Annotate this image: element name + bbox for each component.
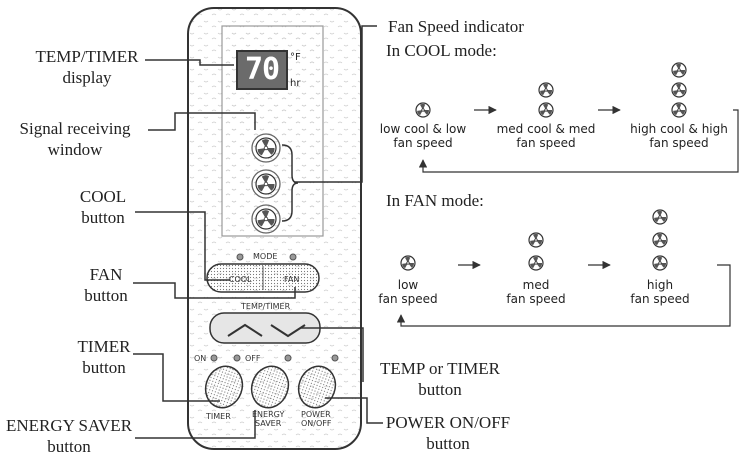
cool-state-3-fan-icon-1 <box>671 102 687 118</box>
fan-loop-arrow <box>396 264 731 327</box>
signal-fan-icon-2 <box>255 173 277 195</box>
unit-fahrenheit: °F <box>290 52 301 63</box>
unit-hours: hr <box>290 78 301 89</box>
cool-loop-arrow <box>418 109 739 173</box>
heading-fan-mode: In FAN mode: <box>386 191 484 210</box>
leader-timer <box>133 353 220 402</box>
signal-fan-icon-1 <box>255 137 277 159</box>
fan-state-3-fan-icon-2 <box>652 232 668 248</box>
temp-timer-key-label: TEMP/TIMER <box>241 302 291 311</box>
energy-key-label: ENERGY <box>252 410 285 419</box>
leader-temp-timer-button <box>300 327 364 382</box>
mode-label: MODE <box>253 252 278 261</box>
fan-state-2-fan-icon-2 <box>528 232 544 248</box>
signal-window <box>251 133 281 234</box>
fan-state-3-fan-icon-1 <box>652 255 668 271</box>
off-label: OFF <box>245 354 261 363</box>
mode-state-fan-icons <box>400 62 687 271</box>
cool-state-2-fan-icon-2 <box>538 82 554 98</box>
cool-key-label: COOL <box>229 275 252 284</box>
fan-speed-indicator-icons <box>255 137 277 230</box>
on-label: ON <box>194 354 207 363</box>
fan-state-2-fan-icon-1 <box>528 255 544 271</box>
timer-button[interactable] <box>200 361 248 413</box>
cool-state-2-fan-icon-1 <box>538 102 554 118</box>
timer-key-label: TIMER <box>206 412 231 421</box>
cool-state-3-fan-icon-2 <box>671 82 687 98</box>
fan-indicator-bracket <box>281 144 299 222</box>
cool-state-3-fan-icon-3 <box>671 62 687 78</box>
label-fan-speed-indicator: Fan Speed indicator <box>388 17 524 36</box>
cool-state-1-fan-icon-1 <box>415 102 431 118</box>
saver-key-label: SAVER <box>255 419 282 428</box>
leader-temp-display <box>145 59 234 66</box>
signal-fan-icon-3 <box>255 208 277 230</box>
leader-energy-saver <box>135 410 256 439</box>
fan-key-label: FAN <box>284 275 300 284</box>
fan-state-1-fan-icon-1 <box>400 255 416 271</box>
leader-signal-window <box>148 112 256 131</box>
temp-timer-display: 70 <box>236 50 288 90</box>
onoff-key-label: ON/OFF <box>301 419 332 428</box>
leader-fan-speed-indicator <box>294 25 377 183</box>
power-key-label: POWER <box>301 410 331 419</box>
energy-saver-button[interactable] <box>246 361 294 413</box>
fan-state-3-fan-icon-3 <box>652 209 668 225</box>
heading-cool-mode: In COOL mode: <box>386 41 497 60</box>
leader-power-button <box>325 397 383 424</box>
leader-fan <box>133 282 296 299</box>
leader-cool <box>135 211 230 281</box>
